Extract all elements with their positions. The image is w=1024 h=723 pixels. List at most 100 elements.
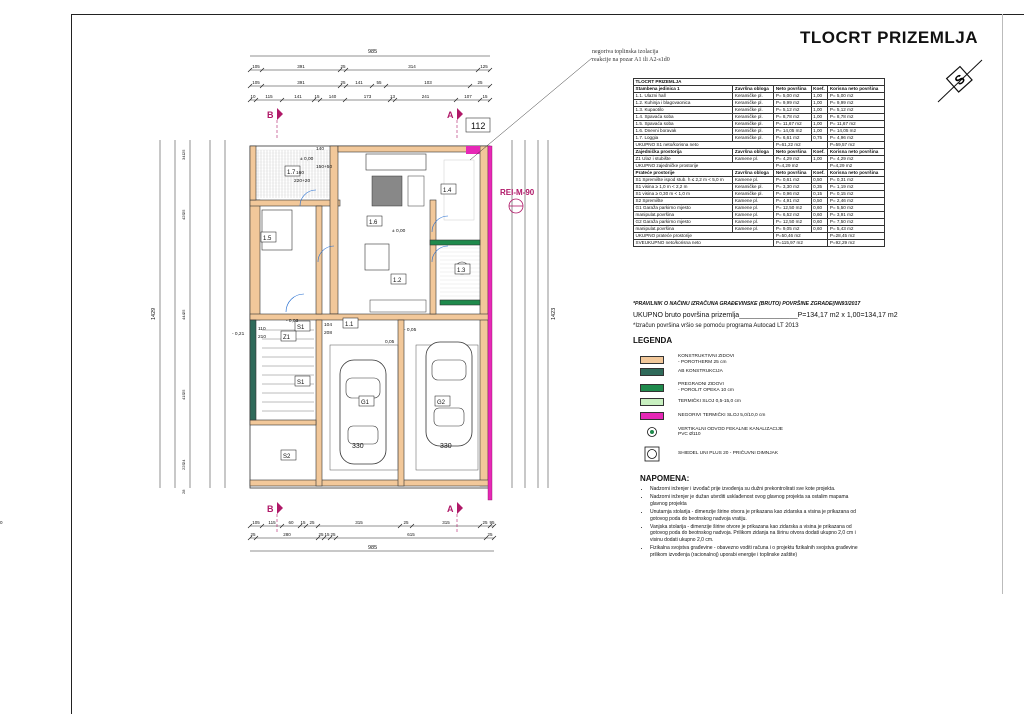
table-cell: Kamene pl. (732, 204, 775, 212)
garage-width-label: 330 (352, 443, 364, 450)
legend-item: AB KONSTRUKCIJA (640, 368, 723, 376)
north-arrow-icon: S (937, 59, 983, 103)
table-cell: Stambena jedinica 1 (632, 85, 734, 93)
dim-tick (369, 83, 375, 89)
dim-label-right-total: 1423 (551, 308, 557, 320)
dim-label-left-total: 1429 (151, 308, 157, 320)
room-label: 1.2 (393, 278, 402, 284)
room-label: S1 (297, 380, 305, 386)
level-label: 210 (258, 334, 266, 340)
legend-swatch (640, 368, 664, 376)
car-window (347, 425, 379, 445)
wall (439, 299, 481, 306)
dim-label-top-row3: 141 (355, 80, 363, 85)
frame-top-line (71, 14, 1024, 15)
legend-label: PREGRADNI ZIDOVI - POROLIT OPEKA 10 cm (678, 382, 734, 393)
table-cell: Završna obloga (732, 85, 775, 93)
level-label: 110 (258, 326, 266, 332)
section-label: A (447, 504, 454, 514)
level-label: - 0,05 (404, 327, 417, 333)
dim-label-top-row2: 391 (297, 64, 305, 69)
table-cell: P= 4,29 m2 (773, 155, 812, 163)
table-cell: P= 11,67 m2 (827, 120, 885, 128)
table-cell: 1.1. Ulazni hall (632, 92, 734, 100)
dim-tick (343, 67, 349, 73)
gross-area-line: UKUPNO bruto površina prizemlja_________… (633, 312, 898, 319)
level-label: ± 0,00 (300, 156, 314, 162)
dim-label-bottom-row2: 25 (487, 532, 493, 537)
dim-tick (259, 523, 265, 529)
table-cell: 1,00 (810, 120, 829, 128)
dim-label-top-row3: 391 (297, 80, 305, 85)
table-cell: 1,00 (810, 99, 829, 107)
kitchen-counter-icon (369, 299, 427, 313)
dim-tick (343, 83, 349, 89)
dim-tick (315, 523, 321, 529)
dim-label-top-row4: 13 (390, 94, 396, 99)
level-label: 150+50 (316, 164, 332, 170)
table-cell: Keramičke pl. (732, 190, 775, 198)
dim-box (465, 117, 491, 133)
dim-label-left: 24 (181, 459, 186, 464)
dim-label-bottom-row1: 95 (489, 520, 495, 525)
dim-label-left: 225 (181, 463, 186, 470)
dim-label-bottom-row1: 315 (355, 520, 363, 525)
room-label: 1.1 (345, 322, 354, 328)
table-cell: P= 2,46 m2 (827, 197, 885, 205)
dim-label-left: 415 (181, 393, 186, 400)
frame-right-line (1002, 14, 1003, 594)
room-tag (280, 330, 297, 342)
dim-tick (337, 83, 343, 89)
legend-label: TERMIČKI SLOJ 0,5-15,0 cm (678, 399, 741, 405)
dim-label-left: 25 (181, 149, 186, 154)
dim-tick (342, 97, 348, 103)
wall (249, 319, 257, 421)
table-cell: Koef. (810, 85, 829, 93)
level-label: - 0,21 (232, 331, 245, 337)
dim-tick (321, 535, 327, 541)
table-cell: 0,35 (810, 183, 829, 191)
legend-item: PREGRADNI ZIDOVI - POROLIT OPEKA 10 cm (640, 382, 734, 393)
dim-label-top-row4: 241 (422, 94, 430, 99)
dim-label-bottom-row1: 25 (482, 520, 488, 525)
car-g1-icon (339, 359, 387, 465)
level-label: 0,05 (385, 339, 395, 345)
table-cell: P=92,29 m2 (827, 239, 885, 247)
table-cell: P= 8,78 m2 (773, 113, 812, 121)
room-tag (294, 320, 311, 332)
door-swing (299, 189, 317, 207)
frame-left-line (71, 14, 72, 714)
dim-label-bottom-row2: 25 (318, 532, 324, 537)
room-tag (280, 449, 297, 461)
dim-tick (487, 97, 493, 103)
table-cell: 1,00 (810, 155, 829, 163)
note-item: Vanjska stolarija - dimenzije širine otv… (650, 524, 860, 543)
dining-table-icon (364, 243, 390, 271)
dim-tick (383, 83, 389, 89)
table-cell: P= 5,43 m2 (827, 225, 885, 233)
dim-label-top-row4: 140 (329, 94, 337, 99)
table-cell: P= 14,05 m2 (773, 127, 812, 135)
table-cell: P= 9,99 m2 (827, 99, 885, 107)
dim-tick (387, 97, 393, 103)
table-cell: manipulat.površina (632, 225, 734, 233)
garage-width-label: 330 (440, 443, 452, 450)
legend-label: KONSTRUKTIVNI ZIDOVI - POROTHERM 25 cm (678, 354, 735, 365)
section-arrow-icon (277, 108, 283, 120)
wall (397, 319, 405, 487)
room-label: S2 (283, 454, 291, 460)
room-tag (440, 183, 457, 195)
dim-tick (392, 97, 398, 103)
dim-label-top-row4: 15 (314, 94, 320, 99)
